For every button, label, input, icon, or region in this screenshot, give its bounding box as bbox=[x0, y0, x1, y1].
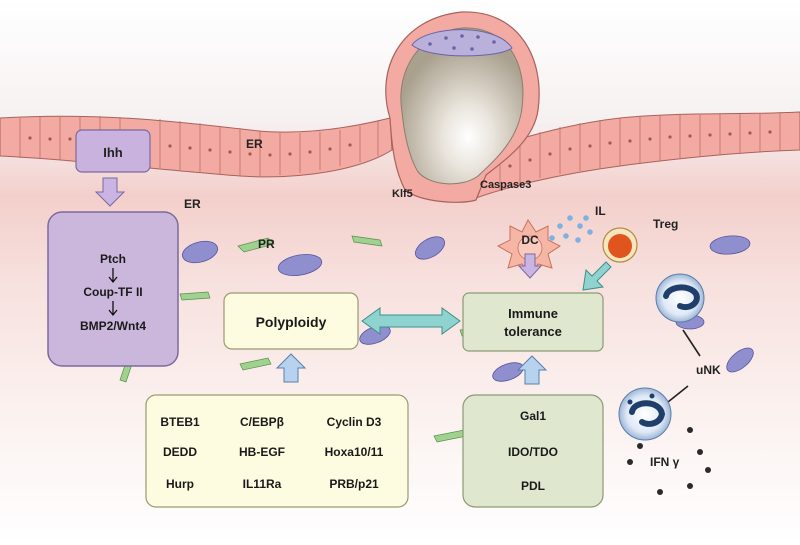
polyploidy-title: Polyploidy bbox=[256, 314, 327, 330]
unk-cell-top bbox=[655, 273, 705, 323]
immune-tolerance-box bbox=[462, 292, 604, 352]
immune-factor-ido: IDO/TDO bbox=[508, 445, 558, 459]
unk-cell-bottom bbox=[618, 387, 672, 441]
treg-label: Treg bbox=[653, 217, 678, 231]
ihh-label: Ihh bbox=[103, 145, 123, 160]
pathway-item-bmp2: BMP2/Wnt4 bbox=[80, 319, 146, 333]
immune-title-line1: Immune bbox=[508, 306, 558, 321]
pathway-arrow-1 bbox=[108, 268, 118, 284]
dc-down-arrow bbox=[517, 253, 543, 279]
factor-hbegf: HB-EGF bbox=[239, 445, 285, 459]
caspase3-label: Caspase3 bbox=[480, 179, 531, 191]
ihh-down-arrow bbox=[94, 177, 126, 207]
il-label: IL bbox=[595, 204, 606, 218]
factor-il11ra: IL11Ra bbox=[243, 477, 282, 491]
ifng-dots bbox=[627, 427, 711, 495]
factor-cyclind3: Cyclin D3 bbox=[327, 415, 382, 429]
blastocyst bbox=[385, 11, 540, 203]
il-cytokine-dots bbox=[549, 215, 593, 243]
unk-connector-top bbox=[682, 329, 701, 357]
pr-label: PR bbox=[258, 237, 275, 251]
immune-factors-box bbox=[462, 394, 604, 508]
polyploidy-factor-grid: BTEB1 C/EBPβ Cyclin D3 DEDD HB-EGF Hoxa1… bbox=[160, 415, 383, 491]
unk-connector-bottom bbox=[667, 385, 689, 403]
treg-cell bbox=[602, 227, 638, 263]
polyploidy-up-arrow bbox=[275, 353, 307, 383]
factor-hurp: Hurp bbox=[166, 477, 194, 491]
factor-prb: PRB/p21 bbox=[329, 477, 379, 491]
ifng-label: IFN γ bbox=[650, 455, 680, 469]
polyploidy-factors-box bbox=[145, 394, 409, 508]
immune-title-line2: tolerance bbox=[504, 324, 562, 339]
klf5-label: Klf5 bbox=[392, 188, 413, 200]
polyploidy-box bbox=[223, 292, 359, 350]
polyploidy-immune-double-arrow bbox=[361, 307, 461, 335]
factor-dedd: DEDD bbox=[163, 445, 197, 459]
pathway-arrow-2 bbox=[108, 301, 118, 317]
pathway-item-ptch: Ptch bbox=[100, 252, 126, 266]
immune-factor-gal1: Gal1 bbox=[520, 409, 546, 423]
ihh-pathway-box bbox=[47, 211, 179, 367]
factor-bteb1: BTEB1 bbox=[160, 415, 200, 429]
factor-hoxa: Hoxa10/11 bbox=[325, 445, 384, 459]
treg-arrow bbox=[582, 261, 612, 291]
dendritic-cell bbox=[496, 219, 561, 277]
immune-factor-pdl: PDL bbox=[521, 479, 545, 493]
er-left-label: ER bbox=[184, 197, 201, 211]
unk-label: uNK bbox=[696, 363, 721, 377]
pathway-item-couptf: Coup-TF II bbox=[83, 285, 142, 299]
factor-cebpb: C/EBPβ bbox=[240, 415, 284, 429]
ihh-cell-box bbox=[75, 129, 151, 173]
er-top-label: ER bbox=[246, 137, 263, 151]
dc-label: DC bbox=[521, 233, 539, 247]
immune-up-arrow bbox=[516, 355, 548, 385]
